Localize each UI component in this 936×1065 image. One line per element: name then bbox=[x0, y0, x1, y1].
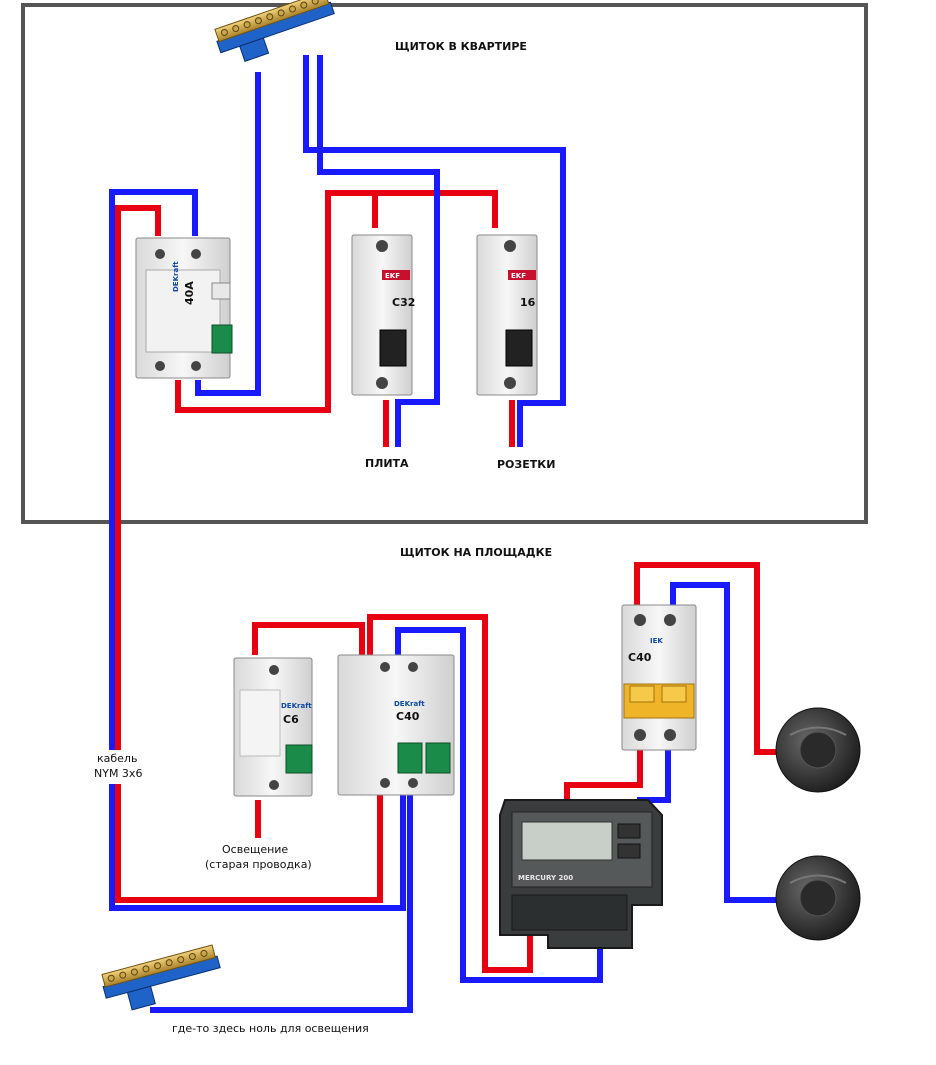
sockets-label: РОЗЕТКИ bbox=[497, 458, 555, 471]
neutral-busbar-bottom bbox=[101, 944, 221, 1011]
breaker-c40-rating: C40 bbox=[396, 710, 420, 723]
lighting-label-line2: (старая проводка) bbox=[205, 858, 312, 871]
rcd-40a: DEKraft 40A bbox=[135, 237, 233, 379]
cable-label-line2: NYM 3x6 bbox=[94, 767, 142, 780]
electricity-meter: MERCURY 200 bbox=[499, 799, 663, 949]
phase-wires bbox=[115, 190, 780, 973]
breaker-16-brand: EKF bbox=[511, 272, 526, 280]
neutral-note: где-то здесь ноль для освещения bbox=[172, 1022, 369, 1035]
breaker-c32-rating: C32 bbox=[392, 296, 415, 309]
breaker-c40-input: IEK C40 bbox=[621, 604, 697, 751]
breaker-input-rating: C40 bbox=[628, 651, 652, 664]
breaker-c6-brand: DEKraft bbox=[281, 702, 312, 710]
breaker-c6-rating: C6 bbox=[283, 713, 299, 726]
meter-brand: MERCURY 200 bbox=[518, 874, 573, 882]
neutral-busbar-top bbox=[214, 0, 335, 62]
breaker-c6-lighting: DEKraft C6 bbox=[233, 657, 313, 797]
rcd-rating: 40A bbox=[183, 281, 196, 305]
apartment-panel-frame bbox=[21, 3, 868, 524]
stove-label: ПЛИТА bbox=[365, 457, 409, 470]
breaker-16-sockets: EKF 16 bbox=[476, 234, 538, 396]
breaker-c32-brand: EKF bbox=[385, 272, 400, 280]
breaker-c40-main: DEKraft C40 bbox=[337, 654, 455, 796]
breaker-c40-brand: DEKraft bbox=[394, 700, 425, 708]
breaker-c32-stove: EKF C32 bbox=[351, 234, 415, 396]
apartment-panel-title: ЩИТОК В КВАРТИРЕ bbox=[395, 40, 527, 53]
lighting-label-line1: Освещение bbox=[222, 843, 288, 856]
cable-connector-bottom bbox=[775, 855, 861, 941]
cable-label-line1: кабель bbox=[97, 752, 137, 765]
breaker-16-rating: 16 bbox=[520, 296, 536, 309]
breaker-input-brand: IEK bbox=[650, 637, 663, 645]
rcd-brand: DEKraft bbox=[172, 261, 180, 292]
landing-panel-title: ЩИТОК НА ПЛОЩАДКЕ bbox=[400, 546, 552, 559]
cable-connector-top bbox=[775, 707, 861, 793]
